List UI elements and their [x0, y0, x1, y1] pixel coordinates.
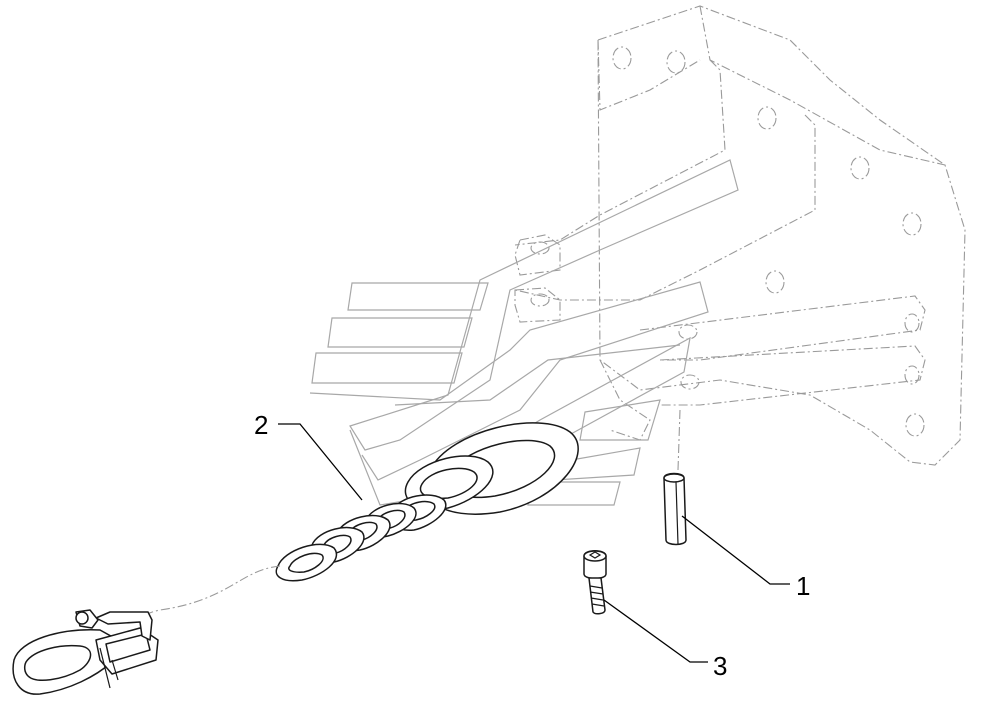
leader-line-1	[681, 515, 790, 585]
chain-large-link	[404, 422, 579, 515]
mounting-bracket-phantom	[514, 5, 966, 471]
leader-line-2	[278, 423, 363, 501]
leader-line-3	[603, 599, 708, 663]
callout-3: 3	[713, 651, 727, 681]
chain-assembly	[12, 422, 579, 695]
callout-1: 1	[796, 571, 810, 601]
cap-screw	[583, 550, 607, 615]
chain-small-links	[275, 494, 447, 582]
grab-hook	[12, 609, 159, 695]
leader-lines	[278, 423, 790, 663]
roll-pin	[663, 472, 687, 546]
callout-2: 2	[254, 410, 268, 440]
